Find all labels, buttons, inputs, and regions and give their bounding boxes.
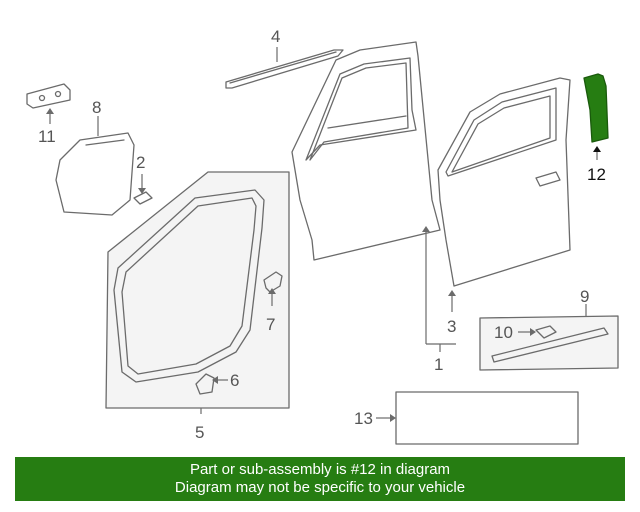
callout-5: 5 [195, 423, 204, 442]
part-1-front-door [291, 41, 441, 261]
part-13-box [395, 391, 579, 445]
part-8-mirror-cover [55, 132, 135, 216]
callout-11: 11 [38, 127, 56, 146]
part-2-grommet [133, 191, 153, 205]
info-banner: Part or sub-assembly is #12 in diagram D… [15, 457, 625, 501]
callout-1: 1 [434, 355, 443, 374]
callout-7: 7 [266, 315, 275, 334]
part-12-highlighted-trim [583, 73, 609, 143]
part-3-rear-door [437, 77, 571, 287]
banner-line-2: Diagram may not be specific to your vehi… [174, 479, 466, 496]
callout-2: 2 [136, 153, 145, 172]
part-6-clip [195, 373, 215, 395]
callout-12: 12 [587, 165, 606, 184]
part-4-belt-molding [225, 47, 344, 89]
callout-8: 8 [92, 98, 101, 117]
part-9-molding-group [479, 315, 619, 371]
callout-13: 13 [354, 409, 373, 428]
callout-6: 6 [230, 371, 239, 390]
part-5-weatherstrip [105, 171, 290, 409]
part-7-clip [263, 271, 283, 293]
callout-4: 4 [271, 27, 280, 46]
callout-9: 9 [580, 287, 589, 306]
banner-line-1: Part or sub-assembly is #12 in diagram [189, 461, 451, 478]
callout-3: 3 [447, 317, 456, 336]
part-11-clip [26, 83, 71, 109]
callout-10: 10 [494, 323, 513, 342]
